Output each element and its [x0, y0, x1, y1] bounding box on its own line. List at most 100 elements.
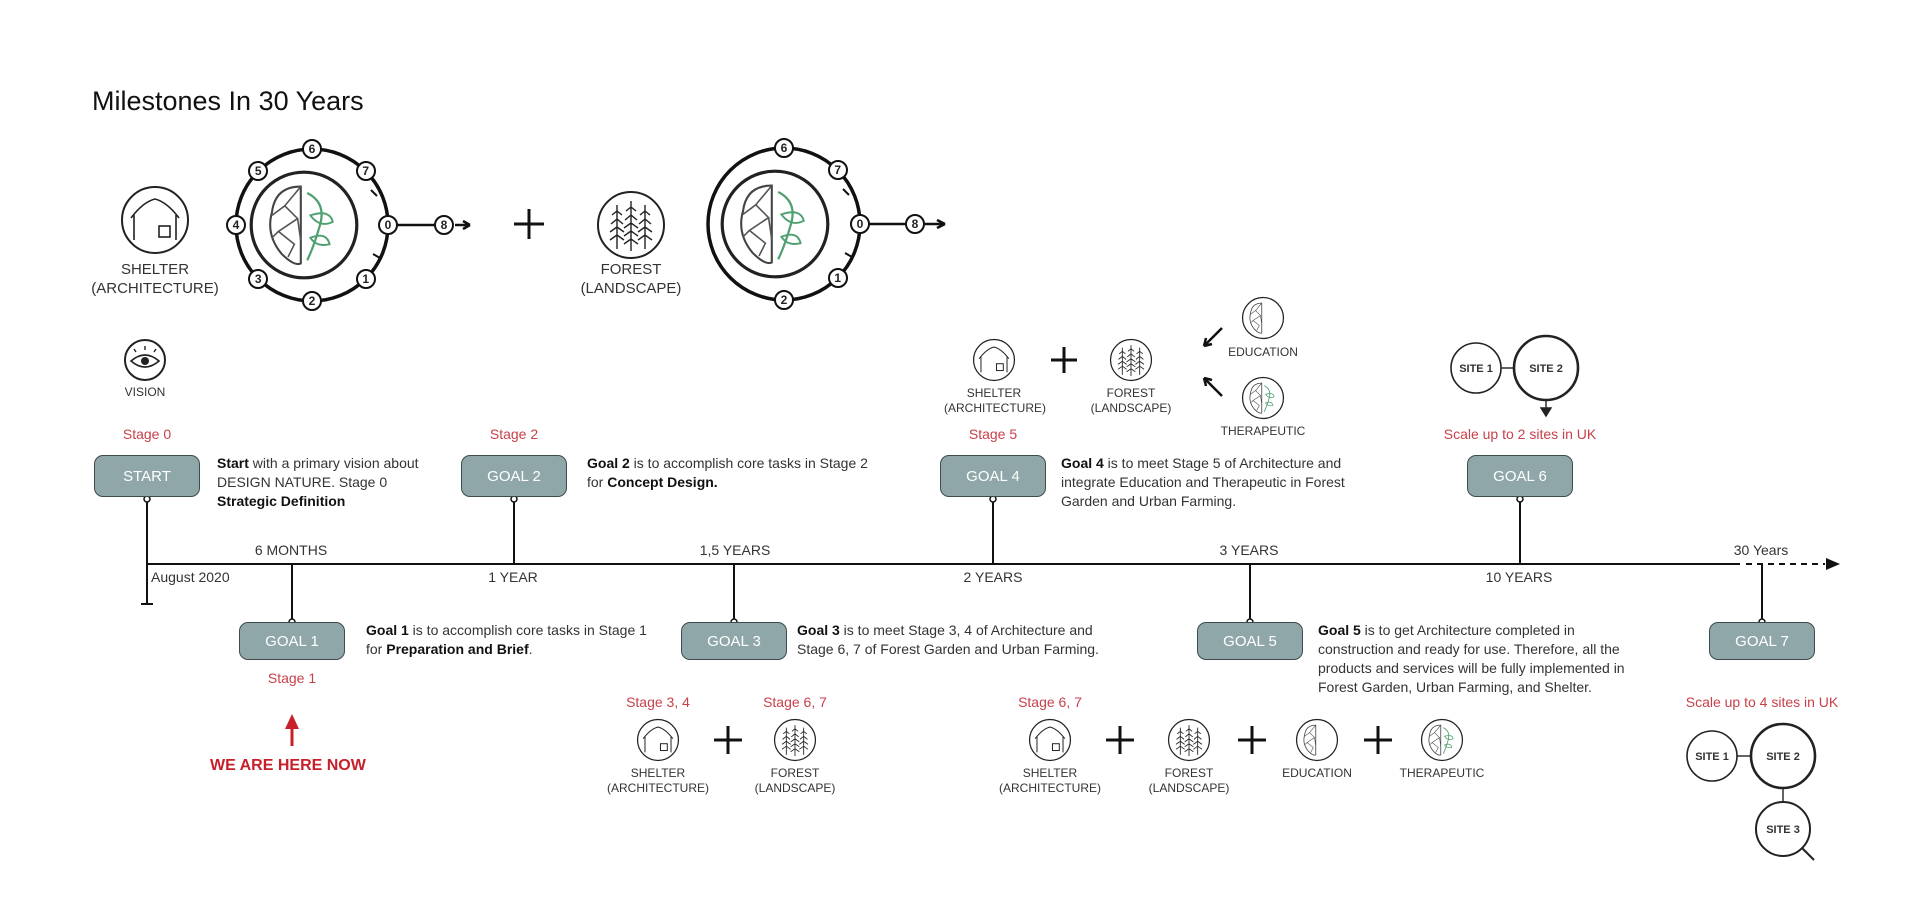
goal5-forest-line2: (LANDSCAPE) [1148, 781, 1230, 795]
goal3-description: Goal 3 is to meet Stage 3, 4 of Architec… [797, 621, 1127, 659]
goal5-stage-label: Stage 6, 7 [1018, 694, 1082, 710]
cycle-node: 4 [226, 215, 246, 235]
goal2-desc-bold1: Goal 2 [587, 455, 630, 471]
goal4-forest-line1: FOREST [1106, 386, 1156, 400]
timeline-axis [141, 495, 1840, 626]
goal1-desc-text2: . [528, 641, 533, 657]
timeline-bottom-label: 10 YEARS [1485, 569, 1553, 585]
plus-icon [514, 209, 544, 239]
goal7-stage-label: Scale up to 4 sites in UK [1685, 694, 1839, 710]
vision-eye-icon [124, 339, 166, 381]
goal7-site2-label: SITE 2 [1766, 751, 1800, 763]
goal2-box: GOAL 2 [461, 455, 567, 497]
goal3-shelter-caption: SHELTER(ARCHITECTURE) [603, 766, 713, 796]
timeline-bottom-label: August 2020 [151, 569, 230, 585]
shelter-icon [121, 186, 189, 254]
goal3-stage-a-label: Stage 3, 4 [626, 694, 690, 710]
goal4-shelter-caption: SHELTER(ARCHITECTURE) [944, 386, 1046, 416]
goal4-stage-label: Stage 5 [968, 426, 1018, 442]
goal7-box: GOAL 7 [1709, 622, 1815, 660]
forest-caption-line1: FOREST [600, 261, 662, 278]
goal2-desc-text1: is to accomplish core tasks in Stage 2 f… [587, 455, 868, 490]
we-are-here-label: WE ARE HERE NOW [210, 757, 366, 774]
goal5-shelter-line2: (ARCHITECTURE) [999, 781, 1101, 795]
goal3-forest-line2: (LANDSCAPE) [754, 781, 836, 795]
timeline-top-label: 3 YEARS [1219, 542, 1279, 558]
timeline-bottom-label: 1 YEAR [488, 569, 538, 585]
goal5-box: GOAL 5 [1197, 622, 1303, 660]
start-stage-label: Stage 0 [122, 426, 172, 442]
cycle-node: 2 [774, 290, 794, 310]
goal3-box: GOAL 3 [681, 622, 787, 660]
goal1-box: GOAL 1 [239, 622, 345, 660]
timeline-bottom-label: 2 YEARS [963, 569, 1023, 585]
goal7-site3-label: SITE 3 [1766, 824, 1800, 836]
goal5-shelter-line1: SHELTER [1022, 766, 1078, 780]
start-desc-bold1: Start [217, 455, 249, 471]
cycle-node: 3 [248, 268, 269, 289]
goal4-forest-line2: (LANDSCAPE) [1090, 401, 1172, 415]
goal5-forest-line1: FOREST [1164, 766, 1214, 780]
goal3-icon-group [636, 718, 817, 762]
goal5-desc-bold1: Goal 5 [1318, 622, 1361, 638]
goal7-sites [1686, 722, 1817, 861]
goal2-desc-bold2: Concept Design. [607, 474, 718, 490]
shelter-caption: SHELTER (ARCHITECTURE) [85, 260, 225, 298]
timeline-top-label: 30 Years [1733, 542, 1789, 558]
start-description: Start with a primary vision about DESIGN… [217, 454, 432, 511]
cycle-node: 0 [850, 214, 870, 234]
goal3-forest-caption: FOREST(LANDSCAPE) [745, 766, 845, 796]
goal1-desc-bold1: Goal 1 [366, 622, 409, 638]
goal3-shelter-line2: (ARCHITECTURE) [607, 781, 709, 795]
goal5-forest-caption: FOREST(LANDSCAPE) [1139, 766, 1239, 796]
goal6-box: GOAL 6 [1467, 455, 1573, 497]
we-are-here-arrow [285, 714, 299, 746]
goal1-desc-bold2: Preparation and Brief [386, 641, 529, 657]
goal4-shelter-line2: (ARCHITECTURE) [944, 401, 1046, 415]
page-title: Milestones In 30 Years [92, 86, 364, 116]
goal5-education-label: EDUCATION [1282, 766, 1352, 780]
goal5-shelter-caption: SHELTER(ARCHITECTURE) [995, 766, 1105, 796]
goal4-description: Goal 4 is to meet Stage 5 of Architectur… [1061, 454, 1371, 511]
cycle-node: 7 [355, 161, 376, 182]
timeline-top-label: 6 MONTHS [254, 542, 328, 558]
goal1-desc-text1: is to accomplish core tasks in Stage 1 f… [366, 622, 647, 657]
goal3-desc-bold1: Goal 3 [797, 622, 840, 638]
goal1-description: Goal 1 is to accomplish core tasks in St… [366, 621, 666, 659]
cycle-node: 2 [302, 291, 322, 311]
cycle-node: 0 [378, 215, 398, 235]
goal2-stage-label: Stage 2 [489, 426, 539, 442]
timeline-top-label: 1,5 YEARS [699, 542, 771, 558]
goal4-forest-caption: FOREST(LANDSCAPE) [1081, 386, 1181, 416]
goal4-icon-group [972, 296, 1285, 419]
goal3-shelter-line1: SHELTER [630, 766, 686, 780]
cycle-node: 6 [302, 139, 322, 159]
goal6-site1-label: SITE 1 [1459, 363, 1493, 375]
forest-icon [597, 191, 665, 259]
shelter-caption-line2: (ARCHITECTURE) [91, 280, 219, 297]
forest-caption-line2: (LANDSCAPE) [580, 280, 682, 297]
cycle-node: 5 [248, 161, 269, 182]
start-desc-bold2: Strategic Definition [217, 493, 346, 509]
goal5-description: Goal 5 is to get Architecture completed … [1318, 621, 1648, 697]
goal5-therapeutic-label: THERAPEUTIC [1399, 766, 1485, 780]
goal6-stage-label: Scale up to 2 sites in UK [1443, 426, 1597, 442]
goal7-site1-label: SITE 1 [1695, 751, 1729, 763]
cycle-node: 6 [774, 138, 794, 158]
goal5-icon-group [1028, 718, 1463, 762]
goal3-forest-line1: FOREST [770, 766, 820, 780]
shelter-caption-line1: SHELTER [120, 261, 190, 278]
goal4-box: GOAL 4 [940, 455, 1046, 497]
goal1-stage-label: Stage 1 [267, 670, 317, 686]
goal6-sites [1450, 334, 1580, 418]
goal3-desc-text1: is to meet Stage 3, 4 of Architecture an… [797, 622, 1099, 657]
goal2-description: Goal 2 is to accomplish core tasks in St… [587, 454, 887, 492]
goal6-site2-label: SITE 2 [1529, 363, 1563, 375]
vision-label: VISION [124, 385, 166, 399]
cycle-output-node: 8 [905, 214, 925, 234]
goal4-shelter-line1: SHELTER [966, 386, 1022, 400]
cycle-node: 1 [355, 268, 376, 289]
goal5-desc-text1: is to get Architecture completed in cons… [1318, 622, 1625, 695]
cycle-node: 1 [827, 267, 848, 288]
goal4-education-label: EDUCATION [1228, 345, 1298, 359]
